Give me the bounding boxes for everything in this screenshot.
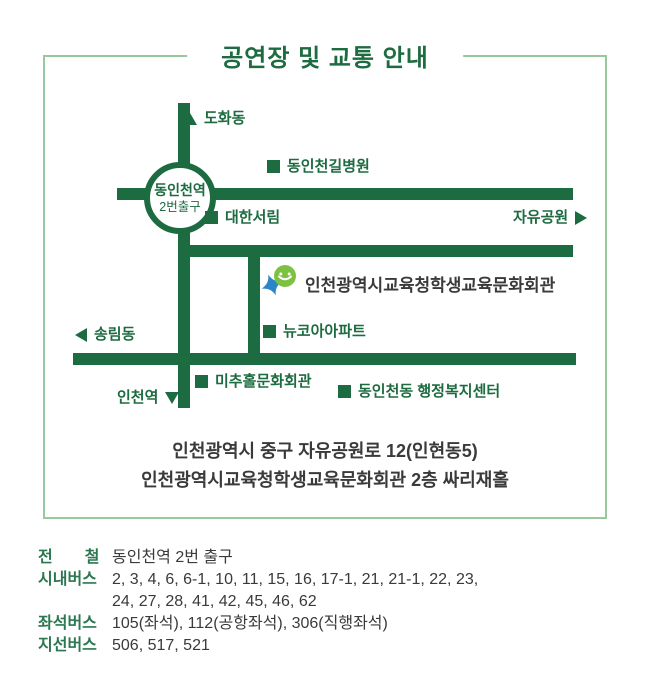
station-name: 동인천역 — [154, 181, 206, 198]
transport-label-seat-bus: 좌석버스 — [38, 615, 97, 632]
road-horizontal-main — [117, 188, 573, 200]
label-text: 자유공원 — [513, 209, 569, 226]
map-label-daehan-seorim: 대한서림 — [205, 210, 280, 225]
square-marker-icon — [195, 375, 208, 388]
map-label-michuhol: 미추홀문화회관 — [195, 374, 312, 389]
label-text: 동인천동 행정복지센터 — [358, 383, 501, 400]
transport-value-city-bus: 2, 3, 4, 6, 6-1, 10, 11, 15, 16, 17-1, 2… — [112, 571, 479, 610]
square-marker-icon — [338, 385, 351, 398]
map-label-jayu-park: 자유공원 — [513, 209, 588, 226]
transport-row-seat-bus: 좌석버스 105(좌석), 112(공항좌석), 306(직행좌석) — [38, 613, 478, 635]
venue-logo-icon — [261, 265, 296, 296]
triangle-left-icon — [75, 327, 87, 342]
road-horizontal-middle — [178, 245, 573, 257]
triangle-down-icon — [165, 391, 180, 404]
map-label-dohwa: 도화동 — [183, 111, 245, 126]
label-text: 동인천길병원 — [287, 158, 370, 175]
label-text: 미추홀문화회관 — [215, 373, 312, 390]
page-title: 공연장 및 교통 안내 — [187, 42, 463, 76]
transport-label-branch-bus: 지선버스 — [38, 637, 97, 654]
transport-label-subway: 전 철 — [38, 549, 100, 566]
map-label-songnim: 송림동 — [75, 327, 135, 342]
station-exit: 2번출구 — [159, 199, 201, 214]
triangle-right-icon — [575, 210, 588, 225]
map-label-incheon-station: 인천역 — [117, 389, 180, 406]
label-text: 송림동 — [94, 326, 136, 343]
map-frame — [43, 55, 607, 519]
road-horizontal-bottom — [73, 353, 576, 365]
triangle-up-icon — [183, 112, 197, 125]
address-line-1: 인천광역시 중구 자유공원로 12(인현동5) — [172, 441, 478, 461]
venue-location: 인천광역시교육청학생교육문화회관 — [259, 264, 555, 302]
square-marker-icon — [267, 160, 280, 173]
transport-value-seat-bus: 105(좌석), 112(공항좌석), 306(직행좌석) — [112, 615, 388, 632]
venue-name: 인천광역시교육청학생교육문화회관 — [305, 275, 556, 295]
road-vertical-short — [248, 245, 260, 365]
transport-row-branch-bus: 지선버스 506, 517, 521 — [38, 635, 478, 657]
station-marker-dongincheon: 동인천역 2번출구 — [144, 162, 216, 234]
transport-value-branch-bus: 506, 517, 521 — [112, 637, 210, 654]
map-label-dongincheon-center: 동인천동 행정복지센터 — [338, 384, 500, 399]
square-marker-icon — [205, 211, 218, 224]
transport-row-subway: 전 철 동인천역 2번 출구 — [38, 547, 478, 569]
transport-row-city-bus: 시내버스 2, 3, 4, 6, 6-1, 10, 11, 15, 16, 17… — [38, 569, 478, 613]
transport-label-city-bus: 시내버스 — [38, 571, 97, 588]
label-text: 뉴코아아파트 — [283, 323, 366, 340]
square-marker-icon — [263, 325, 276, 338]
label-text: 인천역 — [117, 389, 159, 406]
map-label-newcore-apt: 뉴코아아파트 — [263, 324, 366, 339]
transport-info: 전 철 동인천역 2번 출구 시내버스 2, 3, 4, 6, 6-1, 10,… — [38, 547, 478, 657]
label-text: 도화동 — [204, 110, 246, 127]
transport-value-subway: 동인천역 2번 출구 — [112, 549, 233, 566]
label-text: 대한서림 — [225, 209, 281, 226]
address-line-2: 인천광역시교육청학생교육문화회관 2층 싸리재홀 — [141, 470, 509, 490]
map-label-gil-hospital: 동인천길병원 — [267, 159, 370, 174]
